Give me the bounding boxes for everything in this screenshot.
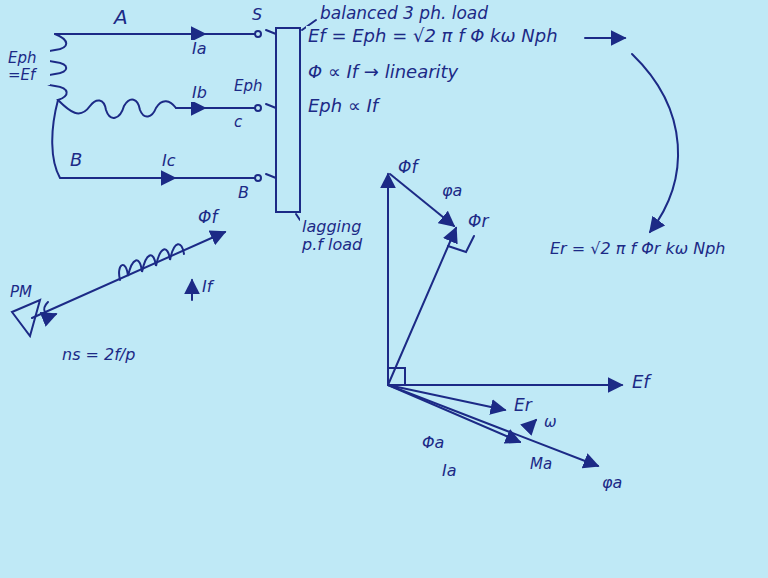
- rotation-arrow: [44, 302, 56, 315]
- rotation-arrow: [528, 420, 536, 428]
- phase-a-wire: [55, 30, 276, 34]
- handwritten-label: B: [236, 184, 251, 202]
- handwritten-label: φa: [440, 182, 464, 200]
- handwritten-label: B: [68, 150, 84, 171]
- handwritten-label: Φa: [420, 434, 446, 452]
- handwritten-label: ns = 2f/p: [60, 346, 137, 364]
- prime-mover: [12, 300, 40, 336]
- handwritten-label: Ma: [528, 456, 554, 473]
- handwritten-label: Ia: [190, 40, 209, 58]
- handwritten-label: Φr: [466, 212, 490, 232]
- handwritten-label: Ef = Eph = √2 π f Φ kω Nph: [306, 26, 560, 47]
- handwritten-label: Ia: [440, 462, 459, 480]
- handwritten-label: balanced 3 ph. load: [318, 4, 490, 24]
- handwritten-label: ω: [542, 414, 559, 431]
- handwritten-label: S: [250, 6, 264, 24]
- handwritten-label: Eph: [232, 78, 265, 95]
- load-box: [276, 28, 300, 212]
- current-arrow: [191, 280, 193, 300]
- handwritten-label: Ib: [190, 84, 209, 102]
- handwritten-label: A: [112, 6, 130, 29]
- switch-contact: [255, 105, 261, 111]
- phasor: [387, 174, 389, 385]
- armature-coil: [44, 34, 176, 118]
- phasor: [388, 384, 622, 386]
- handwritten-label: PM: [8, 284, 34, 301]
- rotor-shaft: [32, 232, 225, 318]
- phasor: [388, 385, 505, 410]
- handwritten-label: Φf: [396, 158, 419, 178]
- current-arrow: [160, 177, 175, 179]
- handwritten-label: lagging p.f load: [300, 218, 384, 255]
- handwritten-label: Φf: [196, 208, 219, 228]
- switch-contact: [255, 31, 261, 37]
- pointer-arrow: [585, 37, 625, 39]
- handwritten-label: Φ ∝ If → linearity: [306, 62, 460, 83]
- phasor: [388, 385, 598, 466]
- pointer-arrow: [632, 54, 678, 232]
- right-angle-mark: [388, 368, 405, 385]
- current-arrow: [190, 33, 205, 35]
- handwritten-label: If: [200, 278, 214, 296]
- handwritten-label: Eph =Ef: [6, 50, 50, 85]
- phase-c-wire: [52, 100, 276, 178]
- handwritten-label: Ef: [630, 372, 652, 393]
- handwritten-label: Er = √2 π f Φr kω Nph: [548, 240, 727, 258]
- right-angle-mark: [448, 236, 474, 252]
- phasor: [388, 228, 456, 385]
- current-arrow: [190, 107, 205, 109]
- handwritten-label: Er: [512, 396, 534, 416]
- handwritten-label: φa: [600, 474, 624, 492]
- handwritten-label: Ic: [160, 152, 178, 170]
- handwritten-label: Eph ∝ If: [306, 96, 380, 117]
- handwritten-label: c: [232, 114, 244, 131]
- field-coil: [119, 244, 184, 280]
- phasor: [388, 385, 520, 442]
- switch-contact: [255, 175, 261, 181]
